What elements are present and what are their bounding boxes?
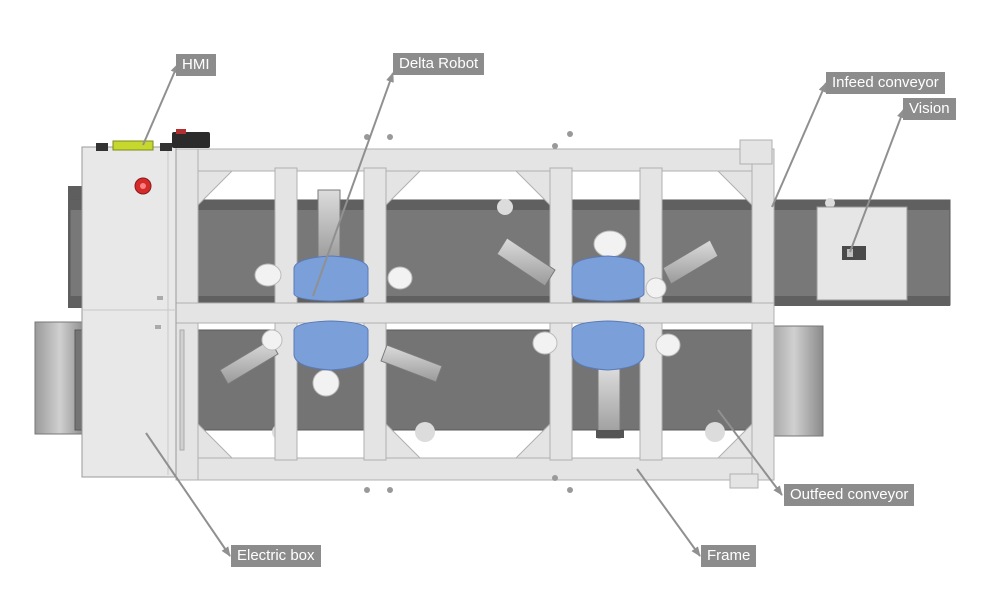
hmi-panel — [96, 129, 210, 151]
leader-delta-robot — [312, 72, 394, 297]
delta-robot-3 — [496, 230, 719, 302]
delta-robot-2 — [219, 320, 443, 397]
label-frame: Frame — [701, 545, 757, 567]
leader-vision — [849, 108, 905, 253]
electric-box — [81, 146, 185, 478]
label-delta-robot: Delta Robot — [393, 53, 485, 75]
leader-electric-box — [145, 432, 231, 557]
frame — [175, 139, 775, 489]
leader-hmi — [142, 63, 179, 146]
label-vision: Vision — [903, 98, 956, 120]
leader-frame — [636, 468, 701, 557]
label-infeed-conveyor: Infeed conveyor — [826, 72, 945, 94]
leader-infeed-conveyor — [771, 82, 827, 208]
leader-lines — [142, 63, 905, 557]
label-electric-box: Electric box — [231, 545, 321, 567]
delta-robot-4 — [532, 320, 681, 439]
label-hmi: HMI — [176, 54, 216, 76]
leader-outfeed-conveyor — [717, 409, 783, 496]
label-outfeed-conveyor: Outfeed conveyor — [784, 484, 915, 506]
delta-robot-1 — [254, 189, 413, 302]
